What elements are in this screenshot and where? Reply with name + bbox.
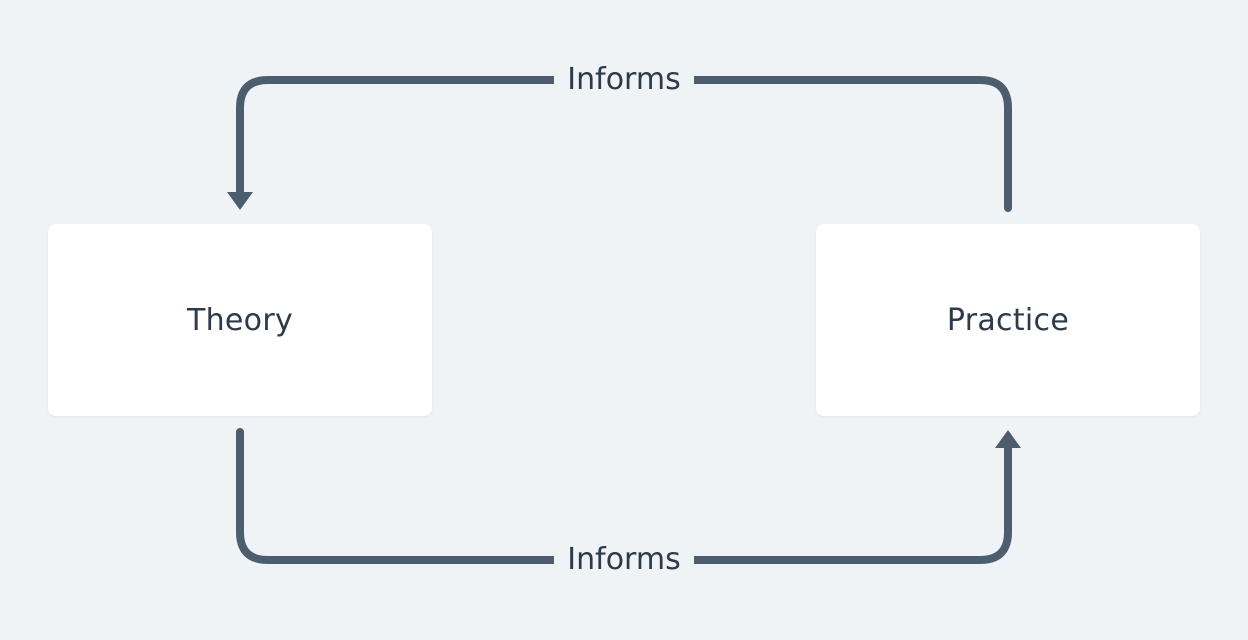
connector-practice-to-theory bbox=[236, 76, 1012, 212]
edge-label-theory-to-practice: Informs bbox=[554, 542, 694, 578]
practice-node-label: Practice bbox=[946, 302, 1070, 338]
theory-node[interactable]: Theory bbox=[48, 224, 432, 416]
practice-node[interactable]: Practice bbox=[816, 224, 1200, 416]
connector-theory-to-practice bbox=[236, 428, 1012, 564]
arrowhead-into-practice bbox=[995, 430, 1021, 448]
theory-node-label: Theory bbox=[186, 302, 294, 338]
arrowhead-into-theory bbox=[227, 192, 253, 210]
edge-label-practice-to-theory: Informs bbox=[554, 62, 694, 98]
